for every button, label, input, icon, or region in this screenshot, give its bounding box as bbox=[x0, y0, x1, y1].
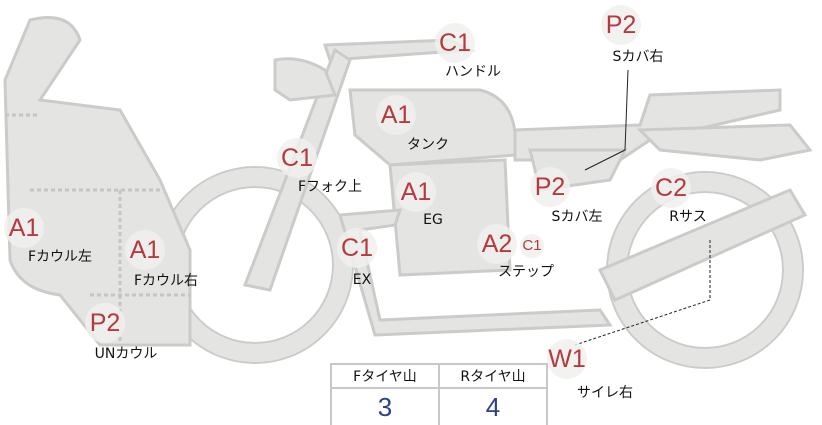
marker-exhaust[interactable]: C1 bbox=[337, 228, 377, 268]
damage-code: C1 bbox=[520, 234, 544, 258]
tail bbox=[636, 123, 813, 162]
damage-code: A1 bbox=[4, 208, 44, 248]
damage-code: P2 bbox=[85, 303, 125, 343]
marker-front-cowl-right[interactable]: A1 bbox=[125, 230, 165, 270]
damage-code: A1 bbox=[396, 172, 436, 212]
label-front-cowl-left: Fカウル左 bbox=[27, 249, 93, 265]
marker-engine[interactable]: A1 bbox=[396, 172, 436, 212]
label-front-cowl-right: Fカウル右 bbox=[133, 273, 199, 289]
front-tire-header: Fタイヤ山 bbox=[330, 363, 440, 389]
label-tank: タンク bbox=[407, 137, 449, 153]
marker-tank[interactable]: A1 bbox=[376, 95, 416, 135]
marker-front-fork-upper[interactable]: C1 bbox=[277, 138, 317, 178]
label-side-cover-right: Sカバ右 bbox=[612, 49, 664, 65]
exhaust-pipe bbox=[338, 208, 613, 337]
rear-tire-header: Rタイヤ山 bbox=[438, 363, 548, 389]
label-under-cowl: UNカウル bbox=[94, 346, 158, 362]
label-exhaust: EX bbox=[352, 272, 372, 288]
damage-code: A1 bbox=[376, 95, 416, 135]
label-handlebar: ハンドル bbox=[445, 64, 501, 80]
damage-code: C1 bbox=[435, 23, 475, 63]
muffler bbox=[597, 188, 808, 302]
damage-code: P2 bbox=[530, 167, 570, 207]
marker-silencer-right[interactable]: W1 bbox=[547, 339, 587, 379]
marker-step[interactable]: A2 bbox=[477, 224, 517, 264]
label-engine: EG bbox=[423, 212, 443, 228]
marker-rear-suspension[interactable]: C2 bbox=[651, 168, 691, 208]
marker-handlebar[interactable]: C1 bbox=[435, 23, 475, 63]
label-step: ステップ bbox=[498, 264, 554, 280]
damage-code: C1 bbox=[337, 228, 377, 268]
headlight bbox=[273, 57, 338, 102]
front-tire-value: 3 bbox=[330, 387, 440, 425]
damage-code: P2 bbox=[601, 5, 641, 45]
damage-code: C2 bbox=[651, 168, 691, 208]
marker-side-cover-right[interactable]: P2 bbox=[601, 5, 641, 45]
label-front-fork-upper: Fフォク上 bbox=[297, 179, 363, 195]
damage-code: W1 bbox=[547, 339, 587, 379]
leader-line-scover-right bbox=[584, 69, 629, 171]
damage-code: A2 bbox=[477, 224, 517, 264]
damage-code: A1 bbox=[125, 230, 165, 270]
label-silencer-right: サイレ右 bbox=[577, 385, 633, 401]
marker-front-cowl-left[interactable]: A1 bbox=[4, 208, 44, 248]
marker-side-cover-left[interactable]: P2 bbox=[530, 167, 570, 207]
marker-step-secondary[interactable]: C1 bbox=[520, 234, 544, 258]
marker-under-cowl[interactable]: P2 bbox=[85, 303, 125, 343]
label-rear-suspension: Rサス bbox=[669, 209, 707, 225]
label-side-cover-left: Sカバ左 bbox=[551, 209, 603, 225]
leader-line-silencer bbox=[574, 240, 711, 346]
damage-code: C1 bbox=[277, 138, 317, 178]
rear-tire-value: 4 bbox=[438, 387, 548, 425]
